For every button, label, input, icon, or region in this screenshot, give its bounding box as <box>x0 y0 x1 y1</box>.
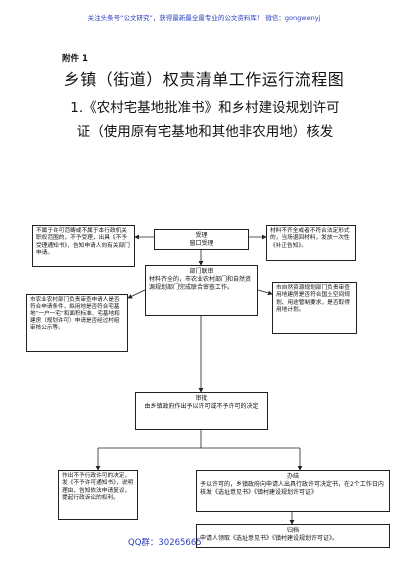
joint-text: 材料齐全的，市农业农村部门和自然资源规划部门完成联合审查工作。 <box>149 276 252 291</box>
accept-box: 受理 窗口受理 <box>154 229 249 250</box>
approve-title: 审批 <box>195 395 208 402</box>
nature-review-text: 市自然资源规划部门负责审查用地建房是否符合国土空间规划、用途管制要求，是否取得用… <box>276 285 350 313</box>
file-text: 申请人领取《选址意见书》《镇村建设规划许可证》。 <box>200 535 339 542</box>
page-title: 乡镇（街道）权责清单工作运行流程图 <box>63 70 345 89</box>
reject-box: 不属于许可范畴或不属于本行政机关职权范围的，不予受理，出具《不予受理通知书》，告… <box>32 225 135 267</box>
handle-title: 办结 <box>286 473 299 480</box>
reject-text: 不属于许可范畴或不属于本行政机关职权范围的，不予受理，出具《不予受理通知书》，告… <box>36 228 130 257</box>
agri-review-text: 市农业农村部门负责审查申请人是否符合申请条件，拟用地是否符合宅基地“一户一宅”和… <box>30 297 120 331</box>
file-box: 归档 申请人领取《选址意见书》《镇村建设规划许可证》。 <box>196 524 390 548</box>
accept-sub: 窗口受理 <box>189 240 214 247</box>
incomplete-box: 材料不齐全或者不符合法定形式的，当场退回材料，发放一次性《补正告知》。 <box>266 225 356 261</box>
approve-text: 由乡镇政府作出予以许可或不予许可的决定 <box>144 403 259 410</box>
header-note: 关注头条号“公文研究”，获得最新最全最专业的公文资料库！ 微信：gongweny… <box>87 14 321 22</box>
nature-review-box: 市自然资源规划部门负责审查用地建房是否符合国土空间规划、用途管制要求，是否取得用… <box>272 282 357 334</box>
subtitle-line-2: 证（使用原有宅基地和其他非农用地）核发 <box>76 124 334 140</box>
qq-group-note: QQ群：30265665 <box>128 538 202 548</box>
deny-text: 作出不予行政许可的决定，发《不予许可通知书》，说明理由，告知依法申请复议，提起行… <box>62 473 134 501</box>
arrow-joint-to-agri <box>127 289 146 299</box>
accept-title: 受理 <box>195 232 208 239</box>
approve-box: 审批 由乡镇政府作出予以许可或不予许可的决定 <box>135 392 268 430</box>
joint-title: 部门联审 <box>189 268 214 275</box>
agri-review-box: 市农业农村部门负责审查申请人是否符合申请条件，拟用地是否符合宅基地“一户一宅”和… <box>26 294 128 352</box>
joint-review-box: 部门联审 材料齐全的，市农业农村部门和自然资源规划部门完成联合审查工作。 <box>145 265 258 316</box>
incomplete-text: 材料不齐全或者不符合法定形式的，当场退回材料，发放一次性《补正告知》。 <box>270 228 350 249</box>
handle-box: 办结 予以许可的，乡镇政府向申请人出具行政许可决定书，在2个工作日内核发《选址意… <box>196 470 390 512</box>
handle-text: 予以许可的，乡镇政府向申请人出具行政许可决定书，在2个工作日内核发《选址意见书》… <box>200 481 384 496</box>
deny-box: 作出不予行政许可的决定，发《不予许可通知书》，说明理由，告知依法申请复议，提起行… <box>58 470 138 520</box>
subtitle-line-1: 1.《农村宅基地批准书》和乡村建设规划许可 <box>70 100 340 116</box>
attachment-label: 附件 1 <box>62 54 88 64</box>
file-title: 归档 <box>286 527 299 534</box>
arrow-joint-to-nature <box>257 289 273 296</box>
